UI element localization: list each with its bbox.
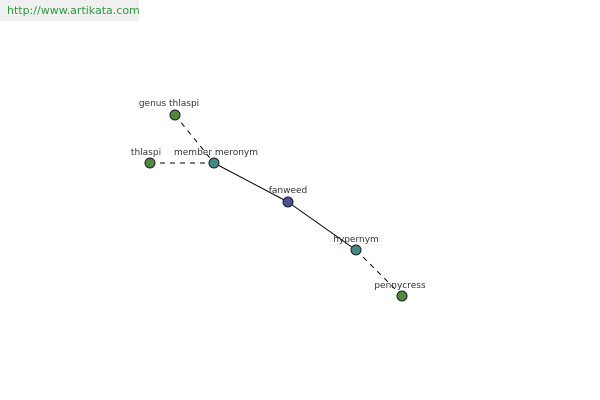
label-hypernym: hypernym <box>333 235 379 245</box>
node-fanweed[interactable] <box>282 196 294 208</box>
edge-hypernym-pennycress <box>355 249 403 297</box>
edge-fanweed-hypernym <box>287 201 357 251</box>
label-thlaspi: thlaspi <box>131 148 161 158</box>
label-member-meronym: member meronym <box>174 148 258 158</box>
node-pennycress[interactable] <box>396 290 408 302</box>
node-member-meronym[interactable] <box>208 157 220 169</box>
watermark-url[interactable]: http://www.artikata.com <box>7 4 140 17</box>
node-thlaspi[interactable] <box>144 157 156 169</box>
edge-member-meronym-fanweed <box>213 162 289 203</box>
label-fanweed: fanweed <box>269 186 308 196</box>
watermark-banner: http://www.artikata.com <box>0 0 140 21</box>
edge-genus-thlaspi-member-meronym <box>174 114 215 164</box>
node-genus-thlaspi[interactable] <box>169 109 181 121</box>
label-genus-thlaspi: genus thlaspi <box>139 99 199 109</box>
node-hypernym[interactable] <box>350 244 362 256</box>
label-pennycress: pennycress <box>374 281 426 291</box>
